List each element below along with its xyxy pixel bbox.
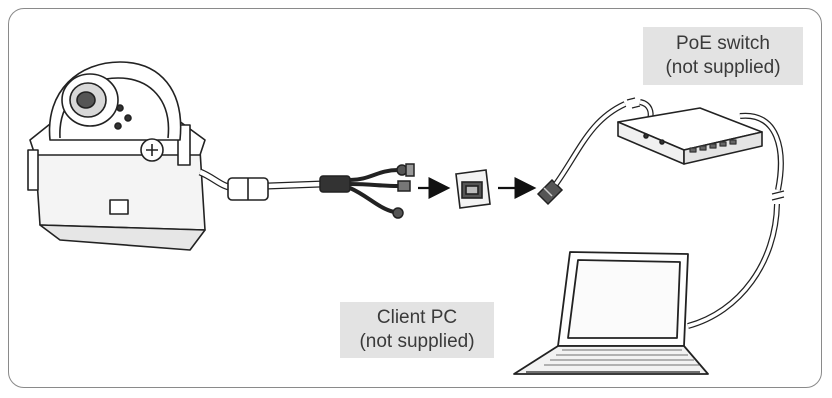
ferrite-core-icon [227,177,269,201]
poe-switch-icon [617,107,763,165]
poe-switch-label: PoE switch (not supplied) [643,27,803,85]
cable-connector-icon [319,163,415,219]
dome-camera-icon [27,61,206,251]
client-pc-label-line2: (not supplied) [359,331,475,352]
rj45-plug-icon [536,178,564,206]
poe-switch-label-line2: (not supplied) [665,57,781,78]
poe-switch-label-line1: PoE switch [676,33,770,54]
diagram-frame [8,8,822,388]
rj45-coupler-icon [455,169,491,209]
client-pc-label: Client PC (not supplied) [340,302,494,358]
laptop-icon [513,251,709,375]
client-pc-label-line1: Client PC [376,307,458,328]
